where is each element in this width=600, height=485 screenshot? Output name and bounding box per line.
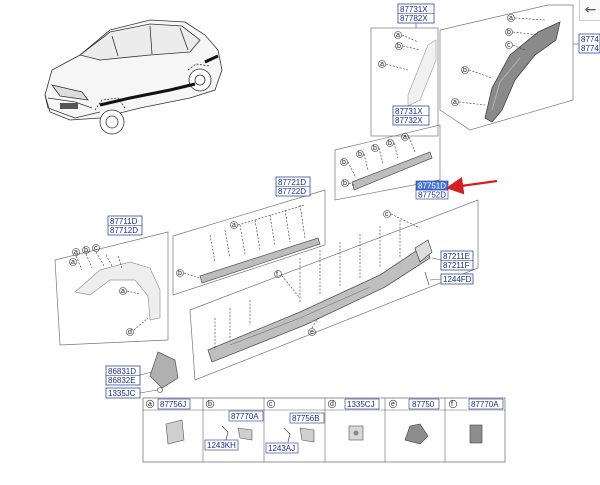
callout-1244FD[interactable]: 1244FD xyxy=(429,273,474,285)
panel-rear-fender-molding: a b c b a xyxy=(439,4,574,131)
part-number: 87731X xyxy=(400,5,428,14)
part-number: 86832E xyxy=(108,376,136,385)
letter-marker: b xyxy=(507,29,511,36)
letter-marker: a xyxy=(232,222,236,229)
legend-letter: b xyxy=(208,401,212,408)
legend-cell-d[interactable]: d 1335CJ xyxy=(327,398,380,441)
legend-part-code: 87770A xyxy=(471,400,499,409)
part-number: 87712D xyxy=(110,226,138,235)
letter-marker: b xyxy=(358,151,362,158)
letter-marker: b xyxy=(178,270,182,277)
legend-part-code: 87770A xyxy=(231,412,259,421)
legend-cell-b[interactable]: b 87770A 1243KH xyxy=(204,399,264,451)
letter-marker: f xyxy=(276,271,278,278)
callout-87711D-87712D[interactable]: 87711D 87712D xyxy=(107,215,143,236)
panel-side-sill-molding: c f e xyxy=(189,199,479,381)
legend-cell-f[interactable]: f 87770A xyxy=(448,398,504,444)
letter-marker: a xyxy=(509,15,513,22)
red-arrow-indicator xyxy=(445,176,498,195)
letter-marker: d xyxy=(128,329,132,336)
legend-letter: a xyxy=(148,401,152,408)
legend-part-code: 1243KH xyxy=(207,441,236,450)
letter-marker: b xyxy=(388,140,392,147)
panel-front-wheel-arch: a b c a a d xyxy=(54,231,169,346)
callout-87211E-87211F[interactable]: 87211E 87211F xyxy=(431,250,474,271)
callout-86831D-86832E[interactable]: 86831D 86832E xyxy=(105,365,153,386)
letter-marker: b xyxy=(343,180,347,187)
legend-part-code: 1243AJ xyxy=(268,444,295,453)
vehicle-illustration xyxy=(44,19,223,135)
letter-marker: b xyxy=(342,159,346,166)
part-number: 87211E xyxy=(443,252,470,261)
legend-cell-e[interactable]: e 87750 xyxy=(388,398,440,445)
legend-letter: e xyxy=(391,401,395,408)
letter-marker: b xyxy=(463,67,467,74)
panel-front-fender-upper: a b a xyxy=(370,27,439,137)
callout-87721D-87722D[interactable]: 87721D 87722D xyxy=(275,176,311,197)
letter-marker: a xyxy=(396,32,400,39)
part-number: 8774 xyxy=(581,35,599,44)
legend-letter: c xyxy=(269,401,273,408)
letter-marker: b xyxy=(397,43,401,50)
legend-letter: f xyxy=(451,401,453,408)
legend-part-code: 87756J xyxy=(160,400,186,409)
letter-marker: c xyxy=(94,245,98,252)
part-number: 87722D xyxy=(278,187,306,196)
letter-marker: a xyxy=(121,288,125,295)
letter-marker: b xyxy=(373,145,377,152)
part-number: 87782X xyxy=(400,14,428,23)
callout-1335JC[interactable]: 1335JC xyxy=(105,387,158,399)
letter-marker: b xyxy=(84,247,88,254)
legend-cell-a[interactable]: a 87756J xyxy=(145,398,191,445)
part-number: 87211F xyxy=(443,261,470,270)
letter-marker: a xyxy=(453,99,457,106)
callout-87751D-87752D[interactable]: 87751D 87752D xyxy=(415,180,449,200)
legend-cell-c[interactable]: c 87756B 1243AJ xyxy=(265,399,325,454)
part-number: 1244FD xyxy=(443,275,472,284)
part-number: 87752D xyxy=(418,191,446,200)
part-number: 86831D xyxy=(108,367,136,376)
letter-marker: a xyxy=(380,61,384,68)
back-icon[interactable]: ← xyxy=(579,0,600,21)
part-number: 87732X xyxy=(395,116,423,125)
legend-table xyxy=(142,397,506,463)
part-number: 87711D xyxy=(110,217,138,226)
letter-marker: c xyxy=(385,211,389,218)
part-number: 87731X xyxy=(395,107,423,116)
legend-part-code: 87756B xyxy=(292,414,320,423)
callout-87731X-87732X[interactable]: 87731X 87732X xyxy=(392,105,430,126)
legend-part-code: 1335CJ xyxy=(347,400,375,409)
panel-rear-door-molding: a b b b b b xyxy=(334,124,441,201)
part-number: 1335JC xyxy=(108,389,136,398)
legend-letter: d xyxy=(330,401,334,408)
callout-8774[interactable]: 8774 8774 xyxy=(573,33,600,54)
letter-marker: e xyxy=(310,329,314,336)
panel-front-door-molding: a b xyxy=(172,189,326,296)
part-number: 87721D xyxy=(278,178,306,187)
letter-marker: c xyxy=(507,42,511,49)
letter-marker: a xyxy=(74,249,78,256)
part-number: 8774 xyxy=(581,44,599,53)
part-number-highlighted: 87751D xyxy=(418,182,446,191)
callout-87731X-87782X[interactable]: 87731X 87782X xyxy=(397,3,435,28)
letter-marker: a xyxy=(71,259,75,266)
letter-marker: a xyxy=(403,134,407,141)
legend-part-code: 87750 xyxy=(412,400,435,409)
mud-guard-illustration xyxy=(149,351,179,393)
